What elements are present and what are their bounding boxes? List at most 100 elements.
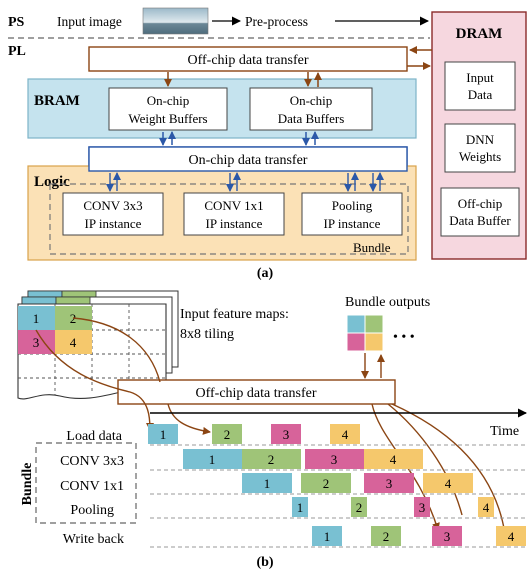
- load-block-4-label: 4: [342, 427, 349, 442]
- pool-ip-line1: Pooling: [332, 198, 373, 213]
- conv3-block-2: [242, 449, 301, 469]
- time-label: Time: [490, 424, 519, 439]
- bram-title: BRAM: [34, 93, 80, 109]
- load-block-4: [330, 424, 360, 444]
- output-tile-2: [364, 314, 384, 334]
- part-a: PS PL Input image Pre-process DRAM Input…: [8, 7, 527, 281]
- write-block-1: [312, 526, 342, 546]
- fm-tile-1-label: 1: [33, 311, 40, 326]
- load-block-2-label: 2: [224, 427, 231, 442]
- feature-maps-label-line1: Input feature maps:: [180, 307, 289, 322]
- conv3-block-1-label: 1: [209, 452, 216, 467]
- input-image-thumbnail: [142, 7, 209, 35]
- fm-tile-3-label: 3: [33, 335, 40, 350]
- output-tile-1: [346, 314, 366, 334]
- conv1-block-4: [423, 473, 473, 493]
- fm-tile-4: [55, 330, 92, 354]
- input-image-label: Input image: [57, 14, 122, 29]
- conv1-ip-box: [183, 192, 285, 236]
- dram-input-data-line2: Data: [468, 87, 493, 102]
- bundle-dashed-box-b: [35, 442, 137, 524]
- fm-tile-3: [18, 330, 55, 354]
- pool-ip-box: [301, 192, 403, 236]
- bundle-vertical-label: Bundle: [20, 463, 35, 506]
- pl-label: PL: [8, 44, 26, 59]
- dram-title: DRAM: [456, 26, 503, 42]
- gantt-blocks: 1 2 3 4 1 2 3 4 1 2 3 4: [148, 424, 526, 546]
- dram-input-data-box: [444, 61, 516, 111]
- conv3-block-1: [183, 449, 242, 469]
- load-block-3-label: 3: [283, 427, 290, 442]
- weight-buffers-box: [108, 87, 228, 131]
- dram-dnn-weights-box: [444, 123, 516, 173]
- part-b: 1 2 3 4 Input feature maps: 8x8 tiling B…: [17, 290, 527, 570]
- caption-b: (b): [256, 555, 273, 570]
- bundle-outputs-label: Bundle outputs: [345, 295, 430, 310]
- load-block-2: [212, 424, 242, 444]
- write-block-2-label: 2: [383, 529, 390, 544]
- conv1-block-3: [364, 473, 414, 493]
- preprocess-label: Pre-process: [245, 14, 308, 29]
- load-block-1: [148, 424, 178, 444]
- offchip-transfer-label-b: Off-chip data transfer: [195, 386, 316, 401]
- fm-tile-4-label: 4: [70, 335, 77, 350]
- conv3-block-2-label: 2: [268, 452, 275, 467]
- write-block-2: [371, 526, 401, 546]
- pool-block-4: [478, 497, 494, 517]
- row-label-conv1: CONV 1x1: [60, 479, 124, 494]
- conv1-block-1: [242, 473, 292, 493]
- fm-tile-1: [18, 306, 55, 330]
- conv3-block-4: [364, 449, 423, 469]
- pool-block-1: [292, 497, 308, 517]
- feature-map-stack: 1 2 3 4: [17, 290, 179, 400]
- ellipsis: • • •: [393, 330, 415, 345]
- row-label-load: Load data: [66, 429, 122, 444]
- dram-dnn-weights-line2: Weights: [459, 149, 501, 164]
- conv3-ip-box: [62, 192, 164, 236]
- conv1-block-2: [301, 473, 351, 493]
- load-block-3: [271, 424, 301, 444]
- weight-buffers-line1: On-chip: [147, 93, 190, 108]
- conv1-ip-line2: IP instance: [206, 216, 263, 231]
- onchip-transfer-label-overlay: On-chip data transfer: [189, 153, 308, 168]
- data-buffers-line2: Data Buffers: [278, 111, 345, 126]
- feature-maps-label-line2: 8x8 tiling: [180, 327, 234, 342]
- conv1-ip-line1: CONV 1x1: [204, 198, 263, 213]
- pool-block-3-label: 3: [419, 500, 426, 515]
- output-tile-4: [364, 332, 384, 352]
- write-block-1-label: 1: [324, 529, 331, 544]
- conv3-block-4-label: 4: [390, 452, 397, 467]
- conv3-block-3: [305, 449, 364, 469]
- weight-buffers-line2: Weight Buffers: [128, 111, 207, 126]
- caption-a: (a): [257, 266, 274, 281]
- offchip-transfer-label-a: Off-chip data transfer: [187, 53, 308, 68]
- dram-offchip-buffer-line1: Off-chip: [458, 196, 503, 211]
- conv1-block-1-label: 1: [264, 476, 271, 491]
- data-buffers-line1: On-chip: [290, 93, 333, 108]
- offchip-transfer-bar-b: [117, 379, 396, 405]
- dram-offchip-buffer-line2: Data Buffer: [449, 213, 511, 228]
- conv1-block-3-label: 3: [386, 476, 393, 491]
- onchip-transfer-bar-overlay: [88, 146, 408, 172]
- logic-title: Logic: [34, 174, 70, 190]
- pool-block-4-label: 4: [483, 500, 490, 515]
- bundle-dashed-box: [49, 183, 409, 255]
- load-block-1-label: 1: [160, 427, 167, 442]
- pool-block-2-label: 2: [356, 500, 363, 515]
- ps-label: PS: [8, 15, 25, 30]
- dram-offchip-buffer-box: [440, 187, 520, 237]
- onchip-ip-arrows: [106, 172, 384, 192]
- offchip-transfer-bar-a: [88, 46, 408, 72]
- pool-ip-line2: IP instance: [324, 216, 381, 231]
- data-buffers-box: [249, 87, 373, 131]
- pool-block-2: [351, 497, 367, 517]
- conv1-block-2-label: 2: [323, 476, 330, 491]
- conv1-block-4-label: 4: [445, 476, 452, 491]
- bundle-label-a: Bundle: [353, 240, 391, 255]
- output-tile-3: [346, 332, 366, 352]
- pool-block-1-label: 1: [297, 500, 304, 515]
- row-label-pooling: Pooling: [70, 503, 114, 518]
- row-label-conv3: CONV 3x3: [60, 454, 124, 469]
- conv3-ip-line2: IP instance: [85, 216, 142, 231]
